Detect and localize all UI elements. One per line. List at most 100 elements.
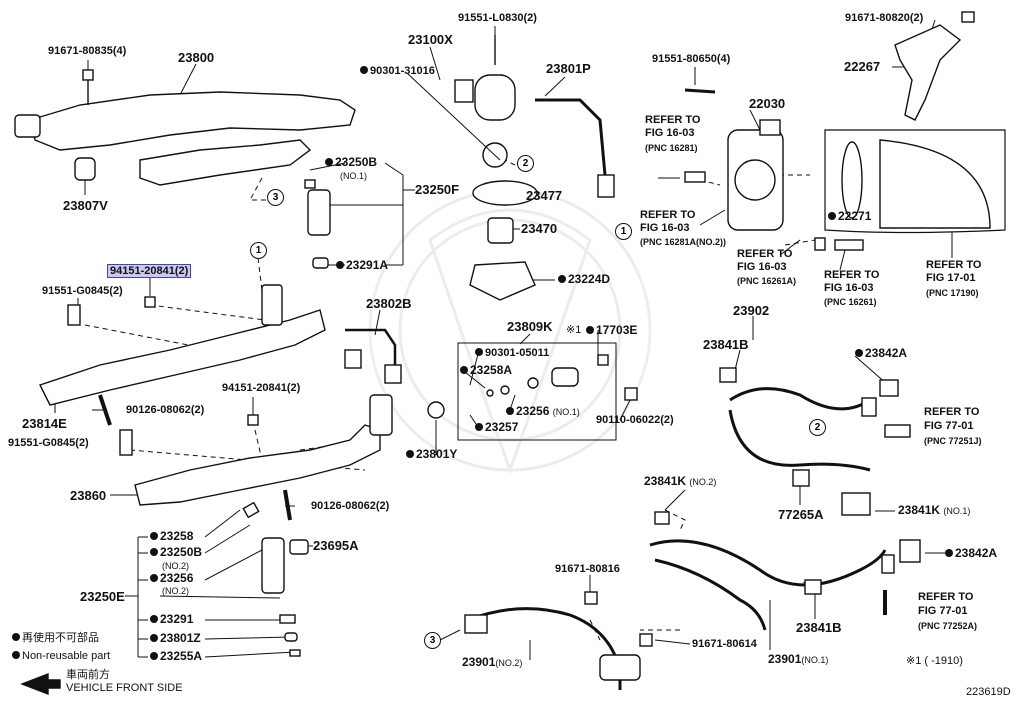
part-23100X[interactable]: 23100X (408, 32, 453, 47)
part-number: 23256 (516, 404, 550, 418)
part-90126-08062[interactable]: 90126-08062(2) (311, 500, 390, 512)
part-94151-20841[interactable]: 94151-20841(2) (222, 382, 301, 394)
refer-to[interactable]: REFER TO (924, 406, 980, 418)
part-91551-80650[interactable]: 91551-80650(4) (652, 53, 731, 65)
legend-dot (12, 633, 20, 641)
refer-fig-77-01[interactable]: FIG 77-01 (924, 420, 974, 432)
part-23258A[interactable]: 23258A (460, 364, 512, 377)
refer-fig-17-01[interactable]: FIG 17-01 (926, 272, 976, 284)
non-reusable-dot (336, 261, 344, 269)
refer-to[interactable]: REFER TO (926, 259, 982, 271)
part-23250B-no2[interactable]: 23250B (150, 546, 202, 559)
legend-text-cn: 再使用不可部品 (22, 632, 99, 644)
part-number: 23841K (898, 503, 941, 517)
part-23801P[interactable]: 23801P (546, 61, 591, 76)
refer-pnc-77252a: (PNC 77252A) (918, 621, 978, 631)
part-23256-no1[interactable]: 23256 (NO.1) (506, 405, 580, 419)
part-23291A[interactable]: 23291A (336, 259, 388, 272)
part-number: 23801Z (160, 631, 201, 645)
non-reusable-dot (506, 407, 514, 415)
part-23477[interactable]: 23477 (526, 188, 563, 203)
part-23695A[interactable]: 23695A (313, 538, 359, 553)
refer-to[interactable]: REFER TO (918, 591, 974, 603)
part-91671-80835[interactable]: 91671-80835(4) (48, 45, 127, 57)
part-number: 90301-05011 (485, 347, 550, 359)
part-23801Z[interactable]: 23801Z (150, 632, 201, 645)
non-reusable-dot (150, 652, 158, 660)
refer-to[interactable]: REFER TO (824, 269, 880, 281)
part-23841K-no1[interactable]: 23841K (NO.1) (898, 504, 970, 518)
part-23809K[interactable]: 23809K (507, 319, 553, 334)
part-number: 23901 (462, 655, 496, 669)
part-23250B-no1[interactable]: 23250B (325, 156, 377, 169)
part-23841B[interactable]: 23841B (703, 337, 749, 352)
non-reusable-dot (460, 366, 468, 374)
part-23801Y[interactable]: 23801Y (406, 448, 457, 461)
part-23470[interactable]: 23470 (521, 221, 558, 236)
part-23841K-no2[interactable]: 23841K (NO.2) (644, 475, 716, 489)
part-number: 23901 (768, 652, 802, 666)
non-reusable-dot (150, 634, 158, 642)
part-91671-80816[interactable]: 91671-80816 (555, 563, 620, 575)
dashed-lines (84, 159, 816, 641)
part-90301-31016[interactable]: 90301-31016 (360, 65, 435, 78)
part-23258[interactable]: 23258 (150, 530, 193, 543)
part-91671-80614[interactable]: 91671-80614 (692, 638, 757, 650)
non-reusable-dot (475, 423, 483, 431)
non-reusable-dot (360, 66, 368, 74)
part-23250F[interactable]: 23250F (415, 182, 460, 197)
part-23807V[interactable]: 23807V (63, 198, 108, 213)
legend-dot (12, 651, 20, 659)
part-23860[interactable]: 23860 (70, 488, 107, 503)
variant-no1: (NO.1) (801, 655, 829, 665)
part-91671-80820[interactable]: 91671-80820(2) (845, 12, 924, 24)
non-reusable-dot (150, 532, 158, 540)
refer-pnc-16261a: (PNC 16261A) (737, 276, 797, 286)
variant-no1: (NO.1) (552, 407, 580, 417)
part-23902[interactable]: 23902 (733, 303, 770, 318)
refer-to[interactable]: REFER TO (640, 209, 696, 221)
part-77265A[interactable]: 77265A (778, 507, 824, 522)
non-reusable-dot (475, 348, 483, 356)
part-91551-g0845[interactable]: 91551-G0845(2) (8, 437, 89, 449)
variant-no2: (NO.2) (495, 658, 523, 668)
part-17703E[interactable]: 17703E (586, 324, 637, 337)
part-22267[interactable]: 22267 (844, 59, 881, 74)
part-23291[interactable]: 23291 (150, 613, 193, 626)
part-22271[interactable]: 22271 (828, 210, 871, 223)
part-23814E[interactable]: 23814E (22, 416, 67, 431)
part-23842A[interactable]: 23842A (855, 347, 907, 360)
part-23257[interactable]: 23257 (475, 421, 518, 434)
variant-no2: (NO.2) (162, 561, 189, 571)
part-23255A[interactable]: 23255A (150, 650, 202, 663)
refer-to[interactable]: REFER TO (645, 114, 701, 126)
part-23802B[interactable]: 23802B (366, 296, 412, 311)
part-94151-20841-highlighted[interactable]: 94151-20841(2) (106, 264, 192, 278)
refer-pnc-17190: (PNC 17190) (926, 288, 979, 298)
part-23224D[interactable]: 23224D (558, 273, 610, 286)
part-90110-06022[interactable]: 90110-06022(2) (596, 414, 674, 426)
refer-to[interactable]: REFER TO (737, 248, 793, 260)
part-23256-no2[interactable]: 23256 (150, 572, 193, 585)
part-23901-no1[interactable]: 23901(NO.1) (768, 653, 828, 667)
part-23901-no2[interactable]: 23901(NO.2) (462, 656, 522, 670)
part-90126-08062[interactable]: 90126-08062(2) (126, 404, 205, 416)
part-23800[interactable]: 23800 (178, 50, 215, 65)
part-23841B[interactable]: 23841B (796, 620, 842, 635)
refer-fig-16-03[interactable]: FIG 16-03 (645, 127, 695, 139)
part-91551-l0830[interactable]: 91551-L0830(2) (458, 12, 537, 24)
part-22030[interactable]: 22030 (749, 96, 786, 111)
remark-applicability: ※1 ( -1910) (906, 655, 963, 667)
refer-fig-16-03[interactable]: FIG 16-03 (824, 282, 874, 294)
part-23250E[interactable]: 23250E (80, 589, 125, 604)
part-number: 23250B (160, 545, 203, 559)
legend-text-en: Non-reusable part (22, 650, 111, 662)
refer-fig-16-03[interactable]: FIG 16-03 (640, 222, 690, 234)
non-reusable-dot (855, 349, 863, 357)
part-23842A[interactable]: 23842A (945, 547, 997, 560)
refer-fig-16-03[interactable]: FIG 16-03 (737, 261, 787, 273)
part-91551-g0845[interactable]: 91551-G0845(2) (42, 285, 123, 297)
refer-fig-77-01[interactable]: FIG 77-01 (918, 605, 968, 617)
part-90301-05011[interactable]: 90301-05011 (475, 347, 549, 360)
